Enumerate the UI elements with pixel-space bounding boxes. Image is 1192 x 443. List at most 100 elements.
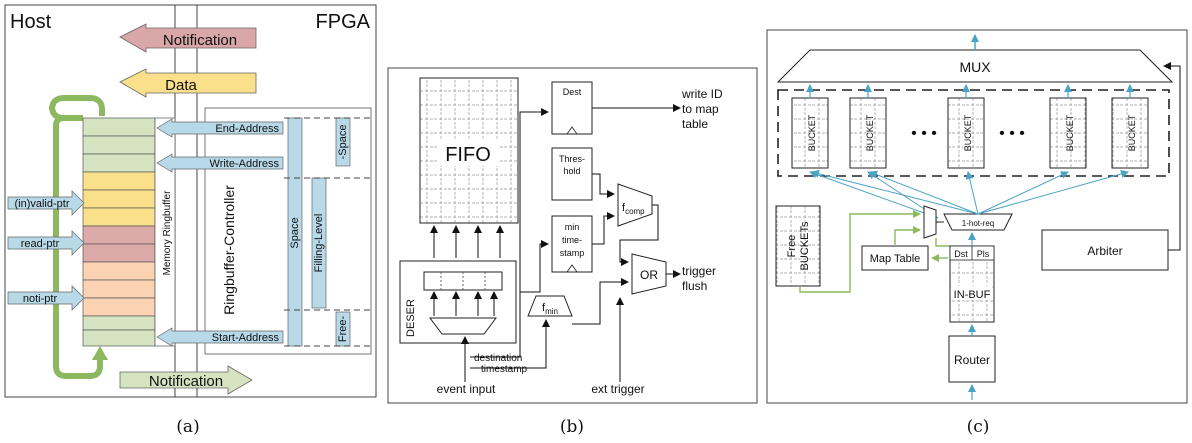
fpga-label: FPGA: [316, 11, 371, 33]
caption-b: (b): [560, 417, 584, 437]
fmin-label: fmin: [542, 302, 558, 316]
panel-c: MUX BUCKET BUCKET • • • BUCKET • • • BUC…: [766, 29, 1188, 404]
end-address-label: End-Address: [215, 123, 279, 135]
destination-wire: [470, 108, 549, 358]
panel-b: FIFO DESER Dest write ID to map table Th…: [387, 67, 758, 404]
router-block: [948, 335, 996, 383]
ts-to-fcomp-wire: [592, 212, 615, 245]
panel-a: Host FPGA Notification Data Notification: [4, 4, 377, 398]
one-hot-req-label: 1-hot-req: [962, 219, 994, 228]
write-id-line3: table: [682, 117, 708, 131]
loop-arrow-body: [53, 115, 103, 379]
host-label: Host: [10, 11, 52, 33]
invalid-ptr-label: (in)valid-ptr: [14, 198, 69, 210]
dst-label: Dst: [954, 249, 968, 259]
read-ptr-arrow: [7, 230, 85, 256]
min-ts-label2: time-: [562, 235, 582, 245]
arbiter-to-mux-wire: [1163, 62, 1181, 251]
svg-text:BUCKET: BUCKET: [865, 114, 875, 151]
end-address-arrow: [156, 118, 284, 138]
read-ptr-label: read-ptr: [21, 238, 60, 250]
write-id-line1: write ID: [681, 87, 723, 101]
notification-arrow-top: [119, 23, 257, 53]
threshold-label1: Thres-: [559, 154, 585, 164]
destination-label: destination: [474, 353, 522, 364]
dst-to-mux-wire: [935, 238, 950, 247]
start-address-arrow: [156, 327, 284, 347]
notification-bottom-label: Notification: [149, 373, 223, 390]
memory-ringbuffer: [82, 117, 176, 347]
filling-level-label: Filling-Level: [313, 214, 325, 273]
svg-text:BUCKET: BUCKET: [807, 114, 817, 151]
min-ts-label3: stamp: [560, 248, 585, 258]
dest-label: Dest: [563, 87, 582, 97]
trigger-line1: trigger: [682, 264, 716, 278]
loop-arrow-top: [49, 95, 105, 121]
threshold-register: [551, 147, 593, 201]
start-address-label: Start-Address: [212, 332, 280, 344]
svg-text:BUCKET: BUCKET: [963, 114, 973, 151]
bucket-3: BUCKET: [947, 97, 985, 169]
memory-ringbuffer-label: Memory Ringbuffer: [162, 190, 173, 276]
ringbuffer-controller-box: [204, 107, 372, 355]
loop-arrowhead: [92, 346, 108, 360]
map-table-label: Map Table: [870, 253, 921, 265]
arbiter-block: [1041, 229, 1169, 271]
free-buckets-wire: [799, 210, 921, 293]
fcomp-to-or-wire: [619, 204, 659, 266]
write-address-label: Write-Address: [210, 158, 280, 170]
notification-top-label: Notification: [163, 32, 237, 49]
bucket-5: BUCKET: [1111, 97, 1149, 169]
ringbuffer-controller-label: Ringbuffer-Controller: [221, 185, 237, 315]
threshold-to-fcomp-wire: [592, 173, 615, 198]
noti-ptr-label: noti-ptr: [23, 293, 58, 305]
svg-text:BUCKET: BUCKET: [1065, 114, 1075, 151]
timestamp-label: timestamp: [481, 364, 528, 375]
write-address-arrow: [156, 153, 284, 173]
free-segment: [335, 311, 351, 347]
fcomp-label: fcomp: [622, 202, 645, 216]
ellipsis-2: • • •: [999, 125, 1025, 142]
bucket-4: BUCKET: [1049, 97, 1087, 169]
noti-ptr-arrow: [7, 285, 85, 311]
free-buckets-block: [775, 205, 821, 287]
ellipsis-1: • • •: [911, 125, 937, 142]
fmin-to-ts-wire: [520, 240, 549, 293]
min-timestamp-register: [551, 215, 593, 273]
fcomp-block: [617, 183, 653, 227]
write-id-line2: to map: [682, 102, 719, 116]
space-segment: [335, 117, 351, 167]
free-buckets-label2: BUCKETs: [799, 221, 811, 270]
deser-block: [399, 260, 517, 344]
bucket-1: BUCKET: [791, 97, 829, 169]
free-buckets-label1: Free: [786, 235, 798, 258]
svg-text:BUCKET: BUCKET: [1127, 114, 1137, 151]
caption-c: (c): [967, 417, 990, 437]
arbiter-label: Arbiter: [1087, 244, 1122, 258]
mux-label: MUX: [959, 59, 991, 75]
caption-a: (a): [176, 417, 199, 437]
bucket-2: BUCKET: [849, 97, 887, 169]
data-arrow: [119, 68, 257, 98]
map-table-wire: [894, 226, 921, 246]
pls-label: Pls: [977, 249, 990, 259]
invalid-ptr-arrow: [7, 190, 85, 216]
deser-mux: [429, 317, 497, 335]
fmin-block: [527, 295, 573, 317]
free-segment-label: Free-: [337, 316, 349, 343]
or-label: OR: [640, 268, 658, 282]
min-ts-label1: min: [565, 222, 580, 232]
in-buf-label: IN-BUF: [954, 289, 991, 301]
fifo-label-bg: [438, 140, 498, 166]
space-bar-label: Space: [289, 217, 301, 248]
trigger-line2: flush: [682, 279, 707, 293]
ext-trigger-label: ext trigger: [591, 382, 644, 396]
threshold-label2: hold: [563, 166, 580, 176]
in-buf-label-bg: [952, 286, 992, 300]
fmin-to-or-wire: [572, 278, 629, 325]
one-hot-req-block: [943, 213, 1013, 231]
space-segment-label: -Space: [337, 125, 349, 160]
notification-arrow-bottom: [119, 365, 253, 395]
select-mux: [923, 205, 937, 239]
